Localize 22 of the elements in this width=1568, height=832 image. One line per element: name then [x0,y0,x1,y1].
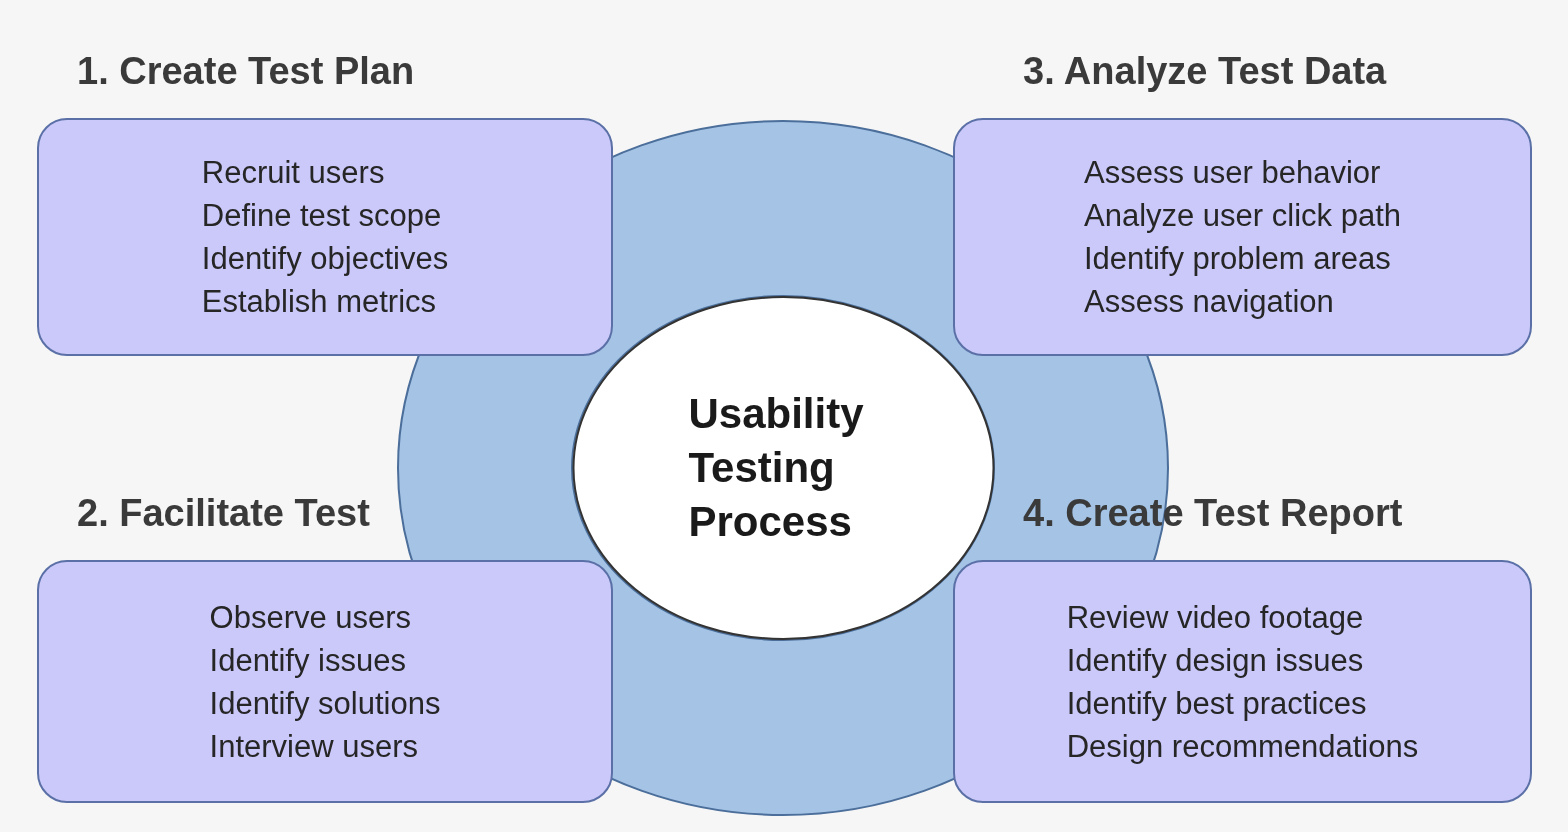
step-item: Review video footage [1066,598,1364,637]
step-item: Observe users [209,598,412,637]
step-item: Identify objectives [201,240,449,278]
step-item: Recruit users [201,154,385,192]
step-item: Identify problem areas [1083,240,1391,278]
step-item: Assess user behavior [1083,154,1381,192]
step-item: Identify solutions [209,684,441,723]
center-title: Usability Testing Process [688,389,865,547]
center-circle [572,296,995,640]
step-item: Design recommendations [1066,727,1419,766]
step-item: Interview users [209,727,418,766]
step-heading: 3. Analyze Test Data [1023,49,1387,94]
step-item: Identify best practices [1066,684,1367,723]
step-heading: 2. Facilitate Test [77,491,370,536]
step-item: Identify issues [209,641,406,680]
step-item: Assess navigation [1083,283,1334,321]
step-heading: 1. Create Test Plan [77,49,415,94]
step-item: Establish metrics [201,283,437,321]
step-item: Identify design issues [1066,641,1364,680]
step-item: Define test scope [201,197,442,235]
step-item: Analyze user click path [1083,197,1401,235]
step-heading: 4. Create Test Report [1023,491,1403,536]
